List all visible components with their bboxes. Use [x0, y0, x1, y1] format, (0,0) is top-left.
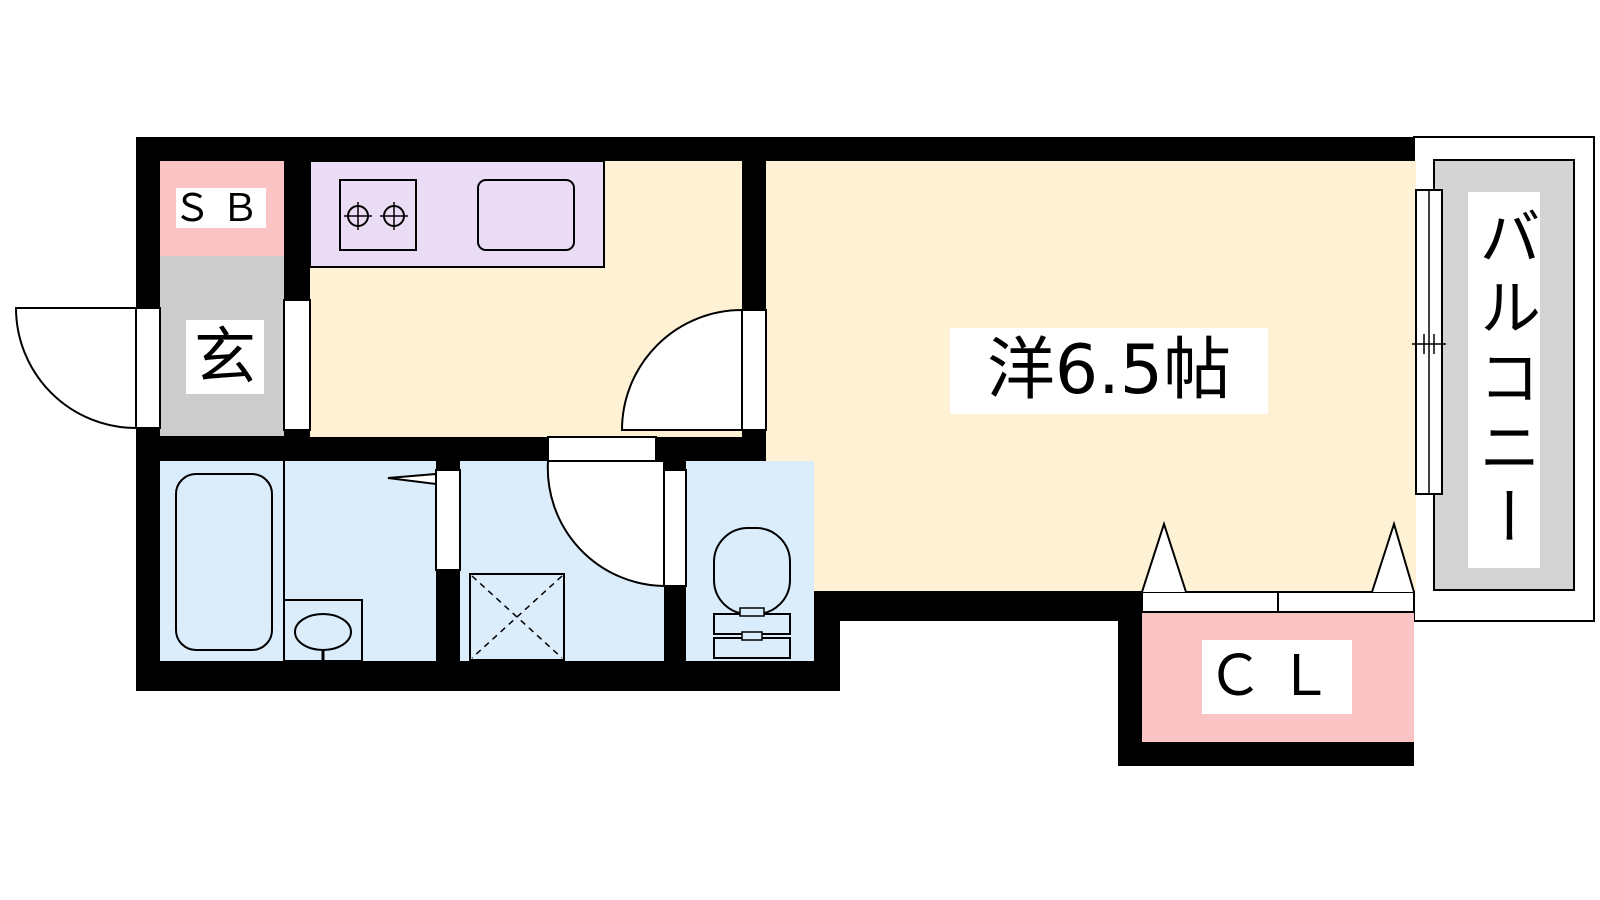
bathroom-door-opening	[435, 469, 461, 571]
window-sash-mark-icon	[1412, 334, 1446, 354]
shoe-box-label: ＳＢ	[173, 186, 270, 230]
closet-label: ＣＬ	[1202, 640, 1352, 714]
entrance-inner-opening	[283, 299, 311, 431]
toilet-base-icon	[713, 637, 791, 659]
washing-machine-space-icon	[469, 573, 565, 661]
entrance-door-swing-icon	[14, 307, 137, 429]
stove-icon	[339, 179, 417, 251]
room-door-opening	[741, 309, 767, 431]
washroom-door-swing-icon	[546, 460, 665, 588]
toilet-door-opening	[663, 469, 687, 587]
bathtub-icon	[175, 473, 273, 651]
kitchen-counter	[309, 160, 605, 268]
sink-icon	[477, 179, 575, 251]
toilet-tank-icon	[713, 613, 791, 635]
entrance-label: 玄	[186, 320, 264, 394]
washroom-door-opening	[547, 436, 657, 462]
washing-machine-cross-icon	[471, 575, 563, 659]
toilet-tank-top-icon	[739, 607, 765, 617]
closet-hinge-right-icon	[1371, 520, 1415, 593]
western-room-label: 洋6.5帖	[950, 328, 1268, 414]
entrance-door-opening	[135, 307, 161, 429]
room-door-swing-icon	[620, 308, 743, 431]
closet-hinge-left-icon	[1141, 520, 1187, 593]
balcony-label: バルコニー	[1468, 192, 1541, 568]
burner-cross-icon	[344, 202, 408, 230]
toilet-base-top-icon	[741, 631, 763, 641]
